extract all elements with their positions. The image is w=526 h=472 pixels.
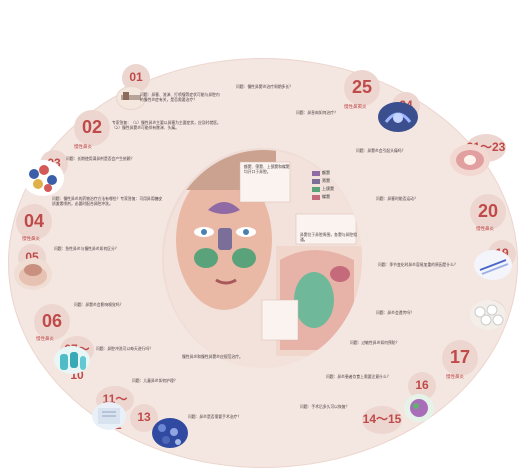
legend: 额窦 筛窦 上颌窦 蝶窦 [312,170,334,202]
thumb-07 [54,346,90,374]
thumb-21 [450,144,490,176]
thumb-05 [14,258,52,290]
caption-20: 慢性鼻炎 [476,227,494,232]
badge-14-15: 14～15 [362,406,402,434]
thumb-11 [92,402,126,430]
legend-label: 蝶窦 [322,194,330,199]
qa-17: 问题：过敏性鼻炎如何预防？ [350,340,400,345]
qa-02: 专家答复：（1）慢性鼻炎主要以鼻塞为主要症状，应及时就医。（2）慢性鼻窦炎可能伴… [112,120,221,131]
center-note-right: 鼻窦位于鼻腔周围，各窦与鼻腔相通。 [300,232,357,243]
qa-19: 问题：季节变化时鼻炎容易加重的原因是什么？ [378,262,458,267]
qa-21: 问题：鼻窦炎会引起头痛吗？ [356,148,406,153]
caption-17: 慢性鼻炎 [446,375,464,380]
legend-swatch [312,186,320,192]
qa-11: 问题：儿童鼻炎如何护理？ [132,378,178,383]
qa-25: 问题：慢性鼻窦炎治疗周期多长？ [236,84,293,89]
qa-05: 问题：急性鼻炎与慢性鼻炎如何区分？ [54,246,119,251]
badge-17: 17 [442,340,478,376]
thumb-19 [474,250,512,280]
center-note-left: 额窦、筛窦、上颌窦和蝶窦均开口于鼻腔。 [244,164,290,175]
qa-04: 问题：慢性鼻炎的药物治疗方法有哪些？专家答复：可用鼻用糖皮质激素喷剂，必要时配合… [52,196,163,207]
qa-01: 问题：鼻塞、流涕、打喷嚏等症状可能与鼻腔内的慢性炎症有关，是否需要治疗？ [140,92,220,103]
legend-swatch [312,170,320,176]
legend-item: 蝶窦 [312,194,334,200]
qa-07: 问题：鼻腔冲洗可以每天进行吗？ [96,346,153,351]
thumb-03 [22,160,64,196]
legend-swatch [312,178,320,184]
caption-04: 慢性鼻炎 [22,237,40,242]
badge-20: 20 [470,194,506,230]
qa-06: 问题：鼻窦炎会影响嗅觉吗？ [74,302,124,307]
badge-06: 06 [34,304,70,340]
caption-06: 慢性鼻炎 [36,337,54,342]
legend-item: 筛窦 [312,178,334,184]
qa-13: 问题：鼻炎是否需要手术治疗？ [188,414,242,419]
qa-14: 问题：手术后多久可以恢复？ [300,404,350,409]
thumb-18 [470,300,506,330]
qa-24: 问题：鼻息肉如何治疗？ [296,110,338,115]
legend-label: 上颌窦 [322,186,334,191]
qa-16: 问题：鼻炎患者饮食上需要注意什么？ [326,374,391,379]
caption-25: 慢性鼻窦炎 [344,105,367,110]
qa-03: 问题：长期使用滴鼻剂是否会产生依赖？ [66,156,135,161]
thumb-13 [152,418,188,448]
thumb-01 [116,86,146,110]
sinus-illustration [164,150,362,368]
legend-label: 筛窦 [322,178,330,183]
badge-25: 25 [344,70,380,106]
legend-label: 额窦 [322,170,330,175]
qa-18: 问题：鼻炎会遗传吗？ [376,310,414,315]
legend-item: 额窦 [312,170,334,176]
thumb-16 [404,394,434,422]
caption-02: 慢性鼻炎 [74,145,92,150]
qa-20: 问题：鼻塞时能否运动？ [376,196,418,201]
badge-02: 02 [74,110,110,146]
center-note-bottom: 慢性鼻炎和慢性鼻窦炎应规范治疗。 [182,354,243,359]
legend-swatch [312,194,320,200]
badge-04: 04 [16,204,52,240]
legend-item: 上颌窦 [312,186,334,192]
thumb-24 [378,102,418,132]
